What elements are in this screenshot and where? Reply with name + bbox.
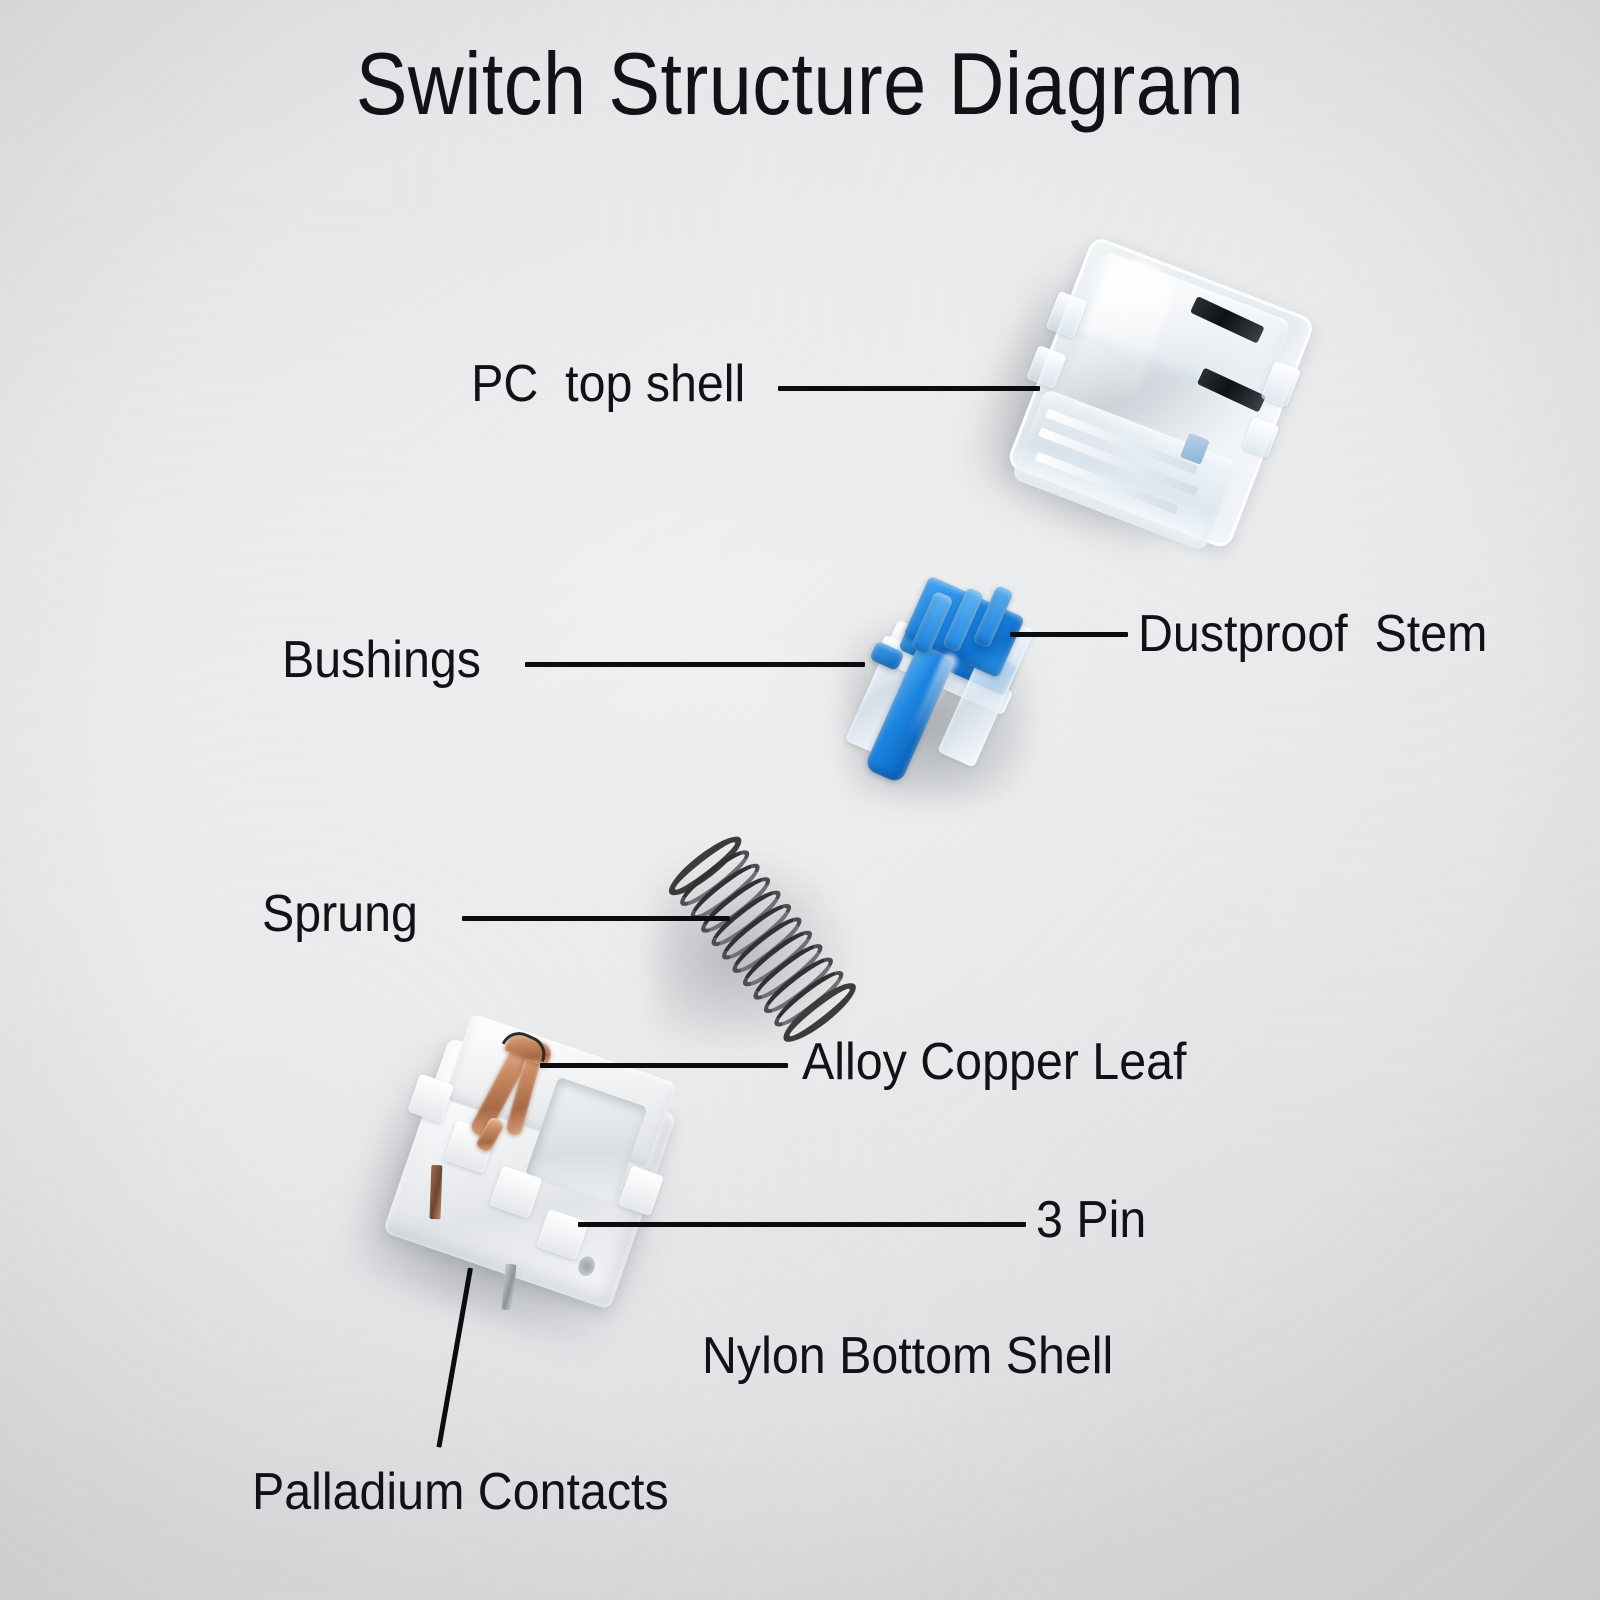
leader-line-bushings (525, 662, 865, 667)
nylon-bottom-shell-part (343, 1005, 709, 1357)
label-dustproof-stem: Dustproof Stem (1138, 605, 1488, 663)
pc-top-shell-part (961, 235, 1316, 569)
leader-line-pc-top-shell (778, 386, 1040, 391)
label-alloy-copper-leaf: Alloy Copper Leaf (802, 1033, 1187, 1091)
page-title: Switch Structure Diagram (355, 34, 1245, 133)
label-bushings: Bushings (282, 631, 481, 689)
leader-line-sprung (462, 916, 730, 921)
dustproof-stem-assembly (844, 575, 1042, 798)
label-sprung: Sprung (262, 885, 418, 943)
leader-line-3-pin (578, 1222, 1026, 1227)
label-nylon-bottom-shell: Nylon Bottom Shell (702, 1327, 1114, 1385)
label-3-pin: 3 Pin (1036, 1191, 1147, 1249)
palladium-contact-pin (429, 1164, 443, 1220)
spring-shadow (654, 850, 854, 1040)
label-palladium-contacts: Palladium Contacts (252, 1463, 669, 1521)
leader-line-alloy-copper-leaf (540, 1063, 788, 1068)
label-pc-top-shell: PC top shell (471, 355, 746, 413)
spring-part (648, 826, 878, 1056)
leader-line-dustproof-stem (1010, 632, 1128, 637)
